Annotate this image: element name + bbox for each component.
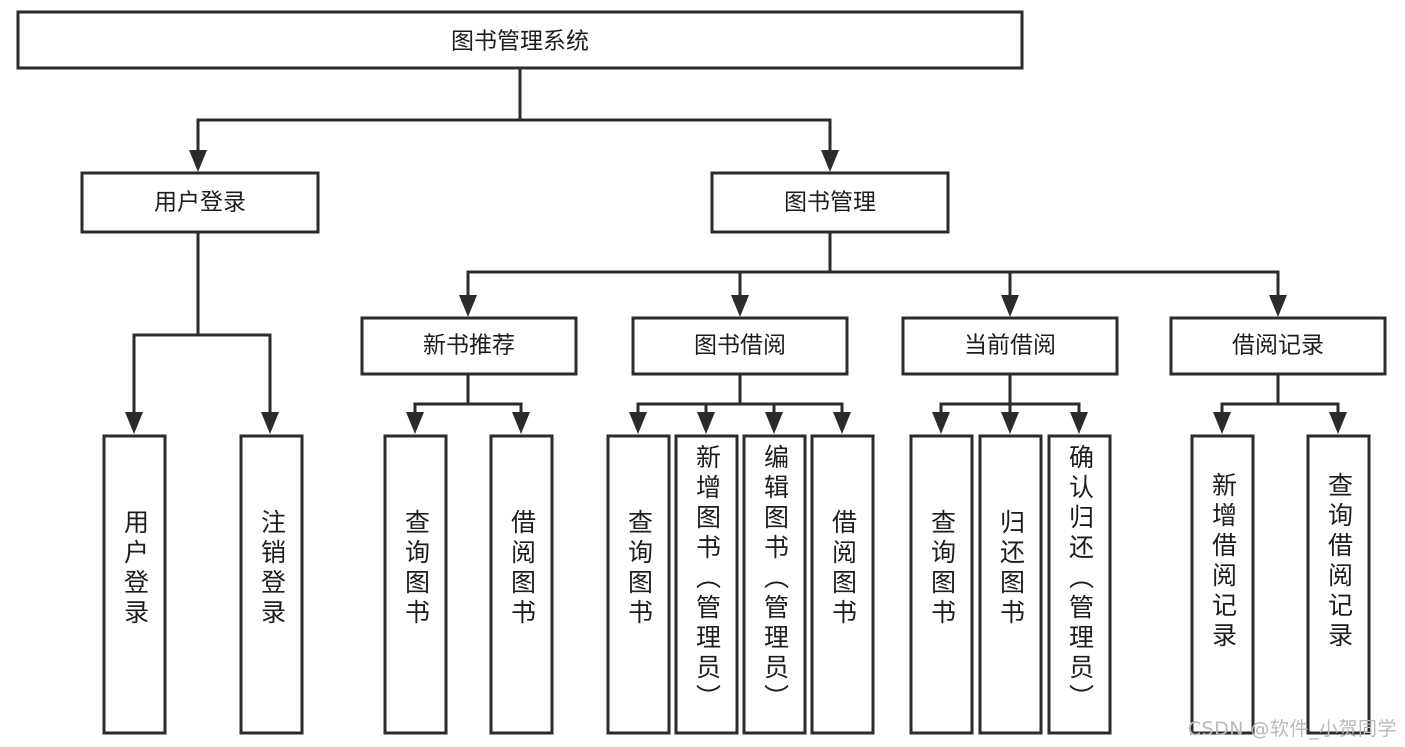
edge-book-manage-bus	[466, 230, 1280, 297]
node-borrow-record-box[interactable]	[1169, 316, 1387, 376]
arrowhead-book-manage	[821, 150, 839, 172]
node-new-book-rec-box[interactable]	[360, 316, 578, 376]
node-new-book-rec[interactable]: 新书推荐	[360, 316, 578, 376]
node-user-login-box[interactable]	[80, 171, 320, 234]
arrowhead-user-login	[189, 150, 207, 172]
arrowhead-leaf-query-book-2	[629, 412, 647, 434]
edge-group-current-borrow	[932, 372, 1088, 434]
arrowhead-leaf-query-record	[1329, 412, 1347, 434]
edge-current-borrow-bus	[939, 372, 1081, 414]
arrowhead-leaf-user-login	[125, 412, 143, 434]
node-leaf-edit-book[interactable]: 编辑图书（管理员）	[742, 434, 807, 735]
arrowhead-borrow-record	[1269, 295, 1287, 317]
node-current-borrow-label: 当前借阅	[964, 333, 1056, 359]
node-leaf-query-book-3-label: 查询图书	[928, 509, 957, 629]
node-root-box[interactable]	[16, 10, 1024, 70]
node-leaf-query-book-3[interactable]: 查询图书	[909, 434, 974, 735]
node-user-login-label: 用户登录	[154, 190, 246, 216]
node-leaf-query-record-label: 查询借阅记录	[1325, 472, 1354, 652]
node-leaf-add-record-label: 新增借阅记录	[1209, 472, 1238, 652]
node-leaf-confirm-return-box[interactable]	[1047, 434, 1112, 735]
node-leaf-query-book-2[interactable]: 查询图书	[606, 434, 671, 735]
node-book-manage[interactable]: 图书管理	[710, 171, 950, 234]
edge-group-root	[189, 66, 839, 172]
node-book-manage-box[interactable]	[710, 171, 950, 234]
arrowhead-leaf-edit-book	[765, 412, 783, 434]
node-book-manage-label: 图书管理	[784, 190, 876, 216]
node-leaf-query-book-1[interactable]: 查询图书	[383, 434, 448, 735]
arrowhead-leaf-borrow-book-2	[833, 412, 851, 434]
node-leaf-add-book-label: 新增图书（管理员）	[693, 444, 722, 714]
node-current-borrow-box[interactable]	[901, 316, 1119, 376]
node-book-borrow[interactable]: 图书借阅	[631, 316, 849, 376]
node-leaf-borrow-book-1[interactable]: 借阅图书	[489, 434, 554, 735]
arrowhead-leaf-logout	[261, 412, 279, 434]
arrowhead-leaf-query-book-1	[406, 412, 424, 434]
node-leaf-return-book[interactable]: 归还图书	[978, 434, 1043, 735]
node-leaf-query-book-1-label: 查询图书	[402, 509, 431, 629]
node-leaf-query-book-2-box[interactable]	[606, 434, 671, 735]
node-leaf-logout[interactable]: 注销登录	[239, 434, 304, 735]
node-borrow-record-label: 借阅记录	[1232, 333, 1324, 359]
node-leaf-borrow-book-1-label: 借阅图书	[508, 509, 537, 629]
node-current-borrow[interactable]: 当前借阅	[901, 316, 1119, 376]
node-leaf-query-book-2-label: 查询图书	[625, 509, 654, 629]
node-leaf-return-book-label: 归还图书	[997, 509, 1026, 629]
edge-user-login-bus	[132, 230, 272, 414]
node-leaf-edit-book-box[interactable]	[742, 434, 807, 735]
node-leaf-logout-box[interactable]	[239, 434, 304, 735]
edge-group-book-manage	[459, 230, 1287, 317]
arrowhead-book-borrow	[731, 295, 749, 317]
node-leaf-add-record[interactable]: 新增借阅记录	[1190, 434, 1255, 735]
node-leaf-query-record-box[interactable]	[1306, 434, 1371, 735]
node-leaf-borrow-book-2-box[interactable]	[810, 434, 875, 735]
node-leaf-add-record-box[interactable]	[1190, 434, 1255, 735]
edge-group-borrow-record	[1213, 372, 1347, 434]
node-borrow-record[interactable]: 借阅记录	[1169, 316, 1387, 376]
node-user-login[interactable]: 用户登录	[80, 171, 320, 234]
node-leaf-borrow-book-2-label: 借阅图书	[829, 509, 858, 629]
arrowhead-leaf-confirm-return	[1070, 412, 1088, 434]
arrowhead-leaf-borrow-book-1	[512, 412, 530, 434]
node-leaf-query-book-3-box[interactable]	[909, 434, 974, 735]
arrowhead-new-book-rec	[459, 295, 477, 317]
node-leaf-add-book[interactable]: 新增图书（管理员）	[674, 434, 739, 735]
node-leaf-user-login[interactable]: 用户登录	[102, 434, 167, 735]
arrowhead-leaf-query-book-3	[932, 412, 950, 434]
arrowhead-leaf-return-book	[1001, 412, 1019, 434]
node-leaf-confirm-return-label: 确认归还（管理员）	[1066, 444, 1095, 714]
node-book-borrow-label: 图书借阅	[694, 333, 786, 359]
edge-group-book-borrow	[629, 372, 851, 434]
edge-book-borrow-bus	[636, 372, 844, 414]
node-book-borrow-box[interactable]	[631, 316, 849, 376]
node-new-book-rec-label: 新书推荐	[423, 333, 515, 359]
node-leaf-user-login-label: 用户登录	[121, 509, 150, 629]
node-leaf-confirm-return[interactable]: 确认归还（管理员）	[1047, 434, 1112, 735]
node-leaf-query-record[interactable]: 查询借阅记录	[1306, 434, 1371, 735]
node-leaf-query-book-1-box[interactable]	[383, 434, 448, 735]
node-leaf-edit-book-label: 编辑图书（管理员）	[761, 444, 790, 714]
node-leaf-borrow-book-2[interactable]: 借阅图书	[810, 434, 875, 735]
edge-root-bus	[196, 66, 832, 152]
arrowhead-leaf-add-record	[1213, 412, 1231, 434]
node-root[interactable]: 图书管理系统	[16, 10, 1024, 70]
node-root-label: 图书管理系统	[451, 29, 589, 55]
node-leaf-return-book-box[interactable]	[978, 434, 1043, 735]
node-leaf-add-book-box[interactable]	[674, 434, 739, 735]
node-leaf-logout-label: 注销登录	[258, 509, 287, 629]
edge-borrow-record-bus	[1220, 372, 1340, 414]
node-leaf-user-login-box[interactable]	[102, 434, 167, 735]
arrowhead-leaf-add-book	[697, 412, 715, 434]
node-leaf-borrow-book-1-box[interactable]	[489, 434, 554, 735]
edge-new-book-rec-bus	[413, 372, 523, 414]
arrowhead-current-borrow	[1001, 295, 1019, 317]
edge-group-user-login	[125, 230, 279, 434]
edge-group-new-book-rec	[406, 372, 530, 434]
